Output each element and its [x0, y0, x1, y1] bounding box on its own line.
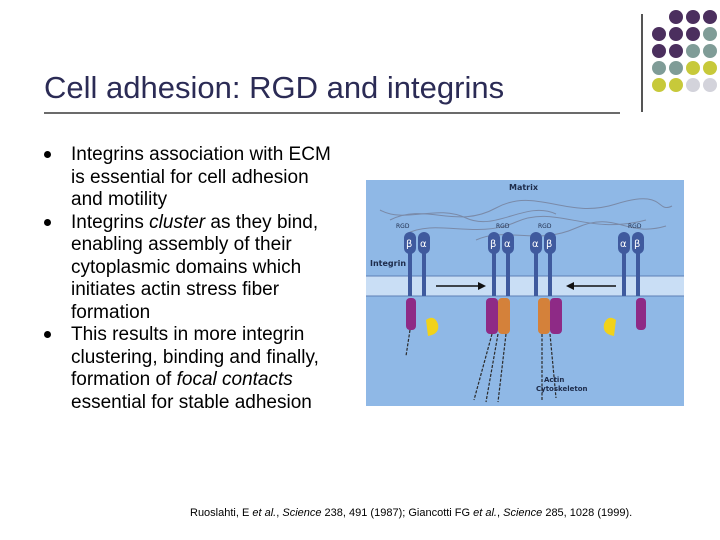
actin-filaments [405, 329, 557, 403]
alpha-label-c3: α [532, 239, 539, 250]
citation-part: Ruoslahti, E [190, 507, 253, 519]
decorative-dot [703, 44, 717, 58]
citation-part: Science [282, 507, 322, 519]
bullet-item: Integrins cluster as they bind, enabling… [44, 212, 344, 325]
diagram-svg: Matrix Integrin RGD RGD RGD RGD [366, 183, 684, 403]
bullet-dot [44, 331, 51, 338]
beta-label-c4: β [546, 239, 552, 250]
citation-part: , [497, 507, 504, 519]
title-vertical-divider [641, 14, 643, 112]
decorative-dot [652, 44, 666, 58]
matrix-label: Matrix [509, 183, 539, 192]
citation-part: , [276, 507, 283, 519]
citation-part: Science [503, 507, 543, 519]
bullet-dot [44, 151, 51, 158]
bullet-text-part: cluster [149, 211, 206, 233]
decorative-dot [669, 10, 683, 24]
decorative-dot [669, 44, 683, 58]
decorative-dot [652, 27, 666, 41]
bullet-text-part: Integrins association with ECM is essent… [71, 144, 331, 210]
decorative-dot [703, 10, 717, 24]
integrin-label: Integrin [370, 259, 406, 268]
rgd-label-right: RGD [628, 223, 642, 230]
alpha-label-left: α [420, 239, 427, 250]
decorative-dot [652, 61, 666, 75]
bullet-item: Integrins association with ECM is essent… [44, 144, 344, 212]
rgd-label-left: RGD [396, 223, 410, 230]
citation-part: et al. [473, 507, 497, 519]
decorative-dot [686, 27, 700, 41]
integrin-left [404, 232, 430, 296]
actin-label: Actin [544, 376, 564, 384]
beta-label-left: β [406, 239, 412, 250]
bullet-text-part: This results in more integrin clustering… [71, 324, 319, 390]
citation-part: et al. [252, 507, 277, 519]
decorative-dot [703, 61, 717, 75]
decorative-dot [669, 27, 683, 41]
decorative-dot [703, 27, 717, 41]
bullet-list: Integrins association with ECM is essent… [44, 144, 344, 414]
arrow-left-head [478, 282, 486, 290]
bullet-text-part: essential for stable adhesion [71, 391, 312, 413]
decorative-dot [669, 61, 683, 75]
bullet-text-part: Integrins [71, 211, 150, 233]
beta-label-c1: β [490, 239, 496, 250]
integrin-right [618, 232, 644, 296]
decorative-dot [686, 78, 700, 92]
decorative-dot [686, 44, 700, 58]
slide-title: Cell adhesion: RGD and integrins [44, 70, 505, 105]
cytoplasmic-proteins [406, 298, 646, 336]
cell-membrane [366, 276, 684, 296]
bullet-text-part: focal contacts [176, 369, 293, 390]
decorative-dot [686, 10, 700, 24]
alpha-label-right: α [620, 239, 627, 250]
decorative-dot [703, 78, 717, 92]
integrin-cluster-center [488, 232, 556, 296]
rgd-label-center-right: RGD [538, 223, 552, 230]
alpha-label-c2: α [504, 239, 511, 250]
arrow-right-head [566, 282, 574, 290]
title-underline [44, 112, 620, 114]
integrin-clustering-diagram: Matrix Integrin RGD RGD RGD RGD [366, 180, 684, 406]
citation: Ruoslahti, E et al., Science 238, 491 (1… [190, 507, 632, 519]
bullet-text-part: as they bind, enabling assembly of their… [71, 211, 319, 323]
citation-part: 285, 1028 (1999). [542, 507, 633, 519]
decorative-dot [686, 61, 700, 75]
beta-label-right: β [634, 239, 640, 250]
bullet-dot [44, 218, 51, 226]
bullet-item: This results in more integrin clustering… [44, 324, 344, 414]
citation-part: 238, 491 (1987); Giancotti FG [321, 507, 474, 519]
cytoskeleton-label: Cytoskeleton [536, 385, 588, 393]
rgd-label-center-left: RGD [496, 223, 510, 230]
decorative-dot [669, 78, 683, 92]
decorative-dot [652, 78, 666, 92]
